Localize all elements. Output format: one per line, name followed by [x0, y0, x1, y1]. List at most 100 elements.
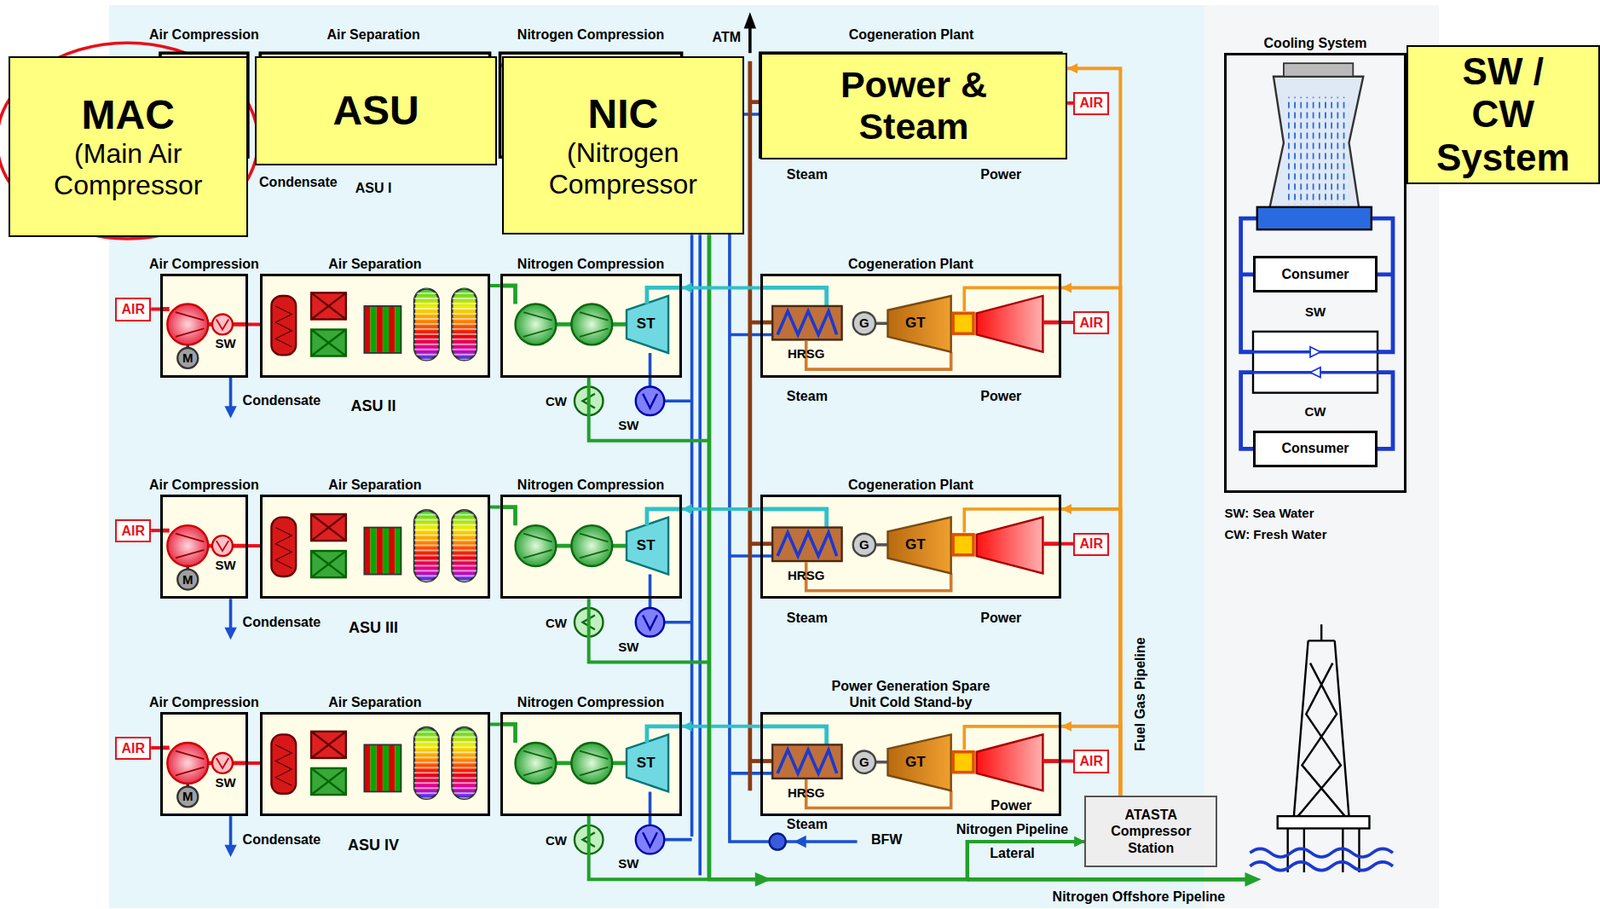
section-box: Air Separation [259, 494, 490, 599]
section-heading: Cogeneration Plant [848, 256, 974, 272]
callout-box: NIC(Nitrogen Compressor [502, 56, 745, 235]
pipe-connector [589, 815, 1086, 879]
diagram-label: CW [1305, 404, 1327, 420]
air-intake-box: AIR [115, 736, 151, 761]
diagram-label: Steam [786, 610, 828, 626]
diagram-label: Lateral [987, 846, 1037, 862]
callout-box: Power & Steam [760, 52, 1068, 159]
pipe-connector [589, 377, 1086, 880]
pipe-connector [1067, 101, 1074, 105]
pipe-connector [1067, 68, 1121, 796]
consumer-box: Consumer [1253, 255, 1378, 293]
diagram-label: ASU II [351, 398, 397, 416]
box-label: AIR [1079, 316, 1104, 330]
diagram-label: Power [980, 610, 1022, 626]
box-label: Power & Steam [796, 63, 1032, 149]
diagram-label: CW [545, 616, 567, 631]
pipe-connector [490, 505, 501, 509]
diagram-label: Condensate [242, 614, 322, 630]
utility-headers [744, 11, 757, 29]
section-heading: Air Compression [149, 694, 260, 711]
air-intake-box: AIR [1073, 532, 1110, 557]
diagram-label: M [182, 351, 194, 366]
pipe-connector [1061, 759, 1074, 763]
section-heading: Cogeneration Plant [848, 477, 974, 493]
diagram-label: ST [636, 537, 656, 555]
asu-trains [160, 273, 1062, 419]
box-label: AIR [1079, 96, 1104, 110]
section-box: Cooling SystemConsumerConsumer [1224, 52, 1406, 493]
box-label: Consumer [1281, 266, 1349, 283]
diagram-label: CW [545, 833, 567, 849]
mac-callout-ring [0, 42, 259, 239]
utility-headers [729, 61, 858, 842]
diagram-label: SW [1305, 305, 1326, 320]
pipe-connector [490, 722, 501, 726]
asu-trains [160, 711, 1062, 857]
utility-headers [769, 832, 786, 850]
cooling-tower [1269, 76, 1364, 210]
diagram-label: SW [618, 856, 639, 872]
cooling-tower [1241, 63, 1393, 449]
pipe-connector [1061, 542, 1074, 546]
diagram-label: Power [980, 167, 1022, 183]
diagram-label: GT [905, 315, 926, 332]
pipe-connector [248, 543, 260, 548]
box-label: NIC [587, 90, 659, 138]
air-intake-box: AIR [1073, 92, 1110, 116]
section-heading: Air Separation [328, 256, 422, 272]
diagram-label: ASU I [355, 181, 393, 197]
box-label: MAC [81, 91, 175, 139]
offshore-platform [1293, 623, 1350, 816]
diagram-label: ST [636, 316, 656, 333]
pipe-connector [248, 322, 260, 326]
pipe-connector [248, 761, 260, 765]
section-heading: Air Compression [149, 256, 260, 272]
diagram-label: G [859, 316, 870, 331]
callout-box: MAC(Main Air Compressor [8, 56, 249, 237]
section-box: Air Separation [259, 711, 490, 816]
section-heading: Air Separation [328, 477, 422, 493]
diagram-label: Power [980, 389, 1022, 405]
diagram-label: SW [214, 336, 236, 352]
box-label: Consumer [1281, 440, 1349, 457]
diagram-label: Condensate [259, 174, 338, 191]
section-heading: Nitrogen Compression [517, 256, 665, 272]
section-heading: Nitrogen Compression [517, 477, 665, 493]
pipe-connector [490, 283, 501, 288]
diagram-label: Condensate [242, 831, 322, 848]
air-intake-box: AIR [115, 297, 151, 322]
utility-headers [692, 11, 1262, 886]
diagram-label: SW [214, 774, 236, 790]
diagram-label: Steam [786, 816, 828, 832]
diagram-label: Condensate [242, 392, 322, 409]
asu-trains [160, 494, 1062, 640]
offshore-platform [1249, 623, 1393, 873]
section-heading: Power Generation Spare Unit Cold Stand-b… [825, 678, 996, 711]
utility-headers [967, 877, 1248, 882]
diagram-label: HRSG [787, 785, 825, 800]
box-label: AIR [1079, 754, 1104, 769]
utility-headers [1244, 872, 1261, 887]
pipe-connector [150, 745, 161, 750]
consumer-box: Consumer [1253, 430, 1378, 468]
diagram-label: SW: Sea Water [1224, 506, 1314, 521]
box-label: (Main Air Compressor [18, 138, 238, 202]
arrow-head [1061, 721, 1072, 732]
section-heading: Air Separation [328, 694, 422, 711]
section-box: Air Compression [160, 494, 249, 599]
box-label: SW / CW System [1433, 50, 1573, 180]
diagram-label: CW: Fresh Water [1224, 527, 1327, 543]
diagram-label: Air Separation [326, 27, 420, 43]
diagram-label: CW [545, 394, 567, 410]
offshore-platform [1249, 848, 1393, 870]
diagram-label: ASU III [348, 619, 399, 637]
arrow-head [1074, 836, 1085, 847]
section-box: Air Separation [259, 273, 490, 378]
diagram-label: SW [214, 558, 236, 573]
box-label: AIR [1079, 537, 1104, 551]
section-heading: Nitrogen Compression [517, 694, 665, 711]
diagram-label: BFW [871, 831, 902, 848]
